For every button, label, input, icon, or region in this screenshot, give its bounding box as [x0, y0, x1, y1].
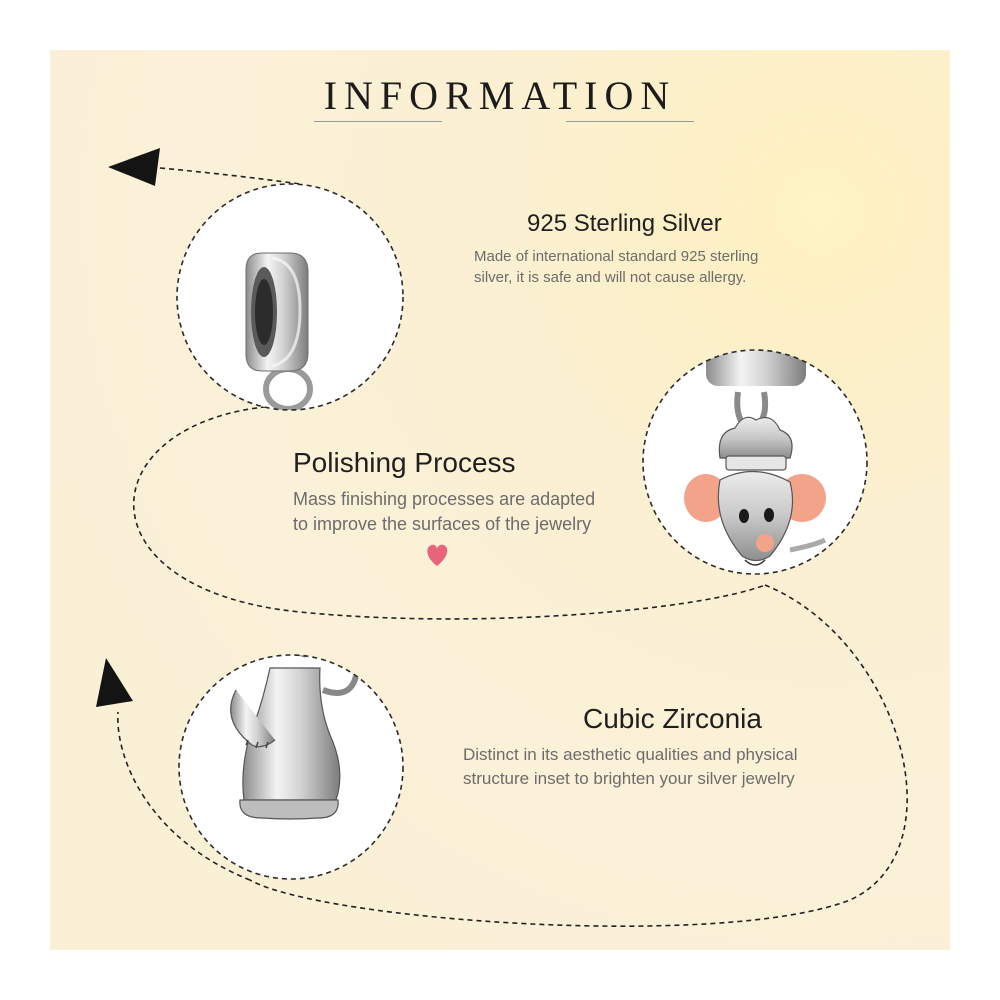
- arrow-head-icon: [96, 658, 133, 707]
- feature-heading: 925 Sterling Silver: [527, 210, 722, 237]
- title-underline-left: [314, 121, 442, 122]
- chef-mouse-charm-image: [642, 349, 868, 575]
- feature-heading: Polishing Process: [293, 447, 516, 478]
- spacer-charm-image: [176, 183, 404, 411]
- dashed-route-line: [117, 167, 908, 927]
- mouse-body-charm-image: [178, 654, 404, 880]
- title-underline-right: [566, 121, 694, 122]
- feature-description: Made of international standard 925 sterl…: [474, 248, 759, 286]
- feature-cubic-zirconia: Cubic Zirconia Distinct in its aesthetic…: [463, 703, 823, 791]
- arrow-head-icon: [108, 148, 160, 186]
- feature-polishing-process: Polishing Process Mass finishing process…: [293, 447, 613, 537]
- feature-description: Distinct in its aesthetic qualities and …: [463, 745, 798, 788]
- heart-icon: [427, 544, 448, 566]
- feature-sterling-silver: 925 Sterling Silver Made of internationa…: [474, 210, 774, 288]
- page-title: INFORMATION: [323, 73, 677, 118]
- feature-description: Mass finishing processes are adapted to …: [293, 489, 596, 534]
- feature-heading: Cubic Zirconia: [583, 703, 762, 734]
